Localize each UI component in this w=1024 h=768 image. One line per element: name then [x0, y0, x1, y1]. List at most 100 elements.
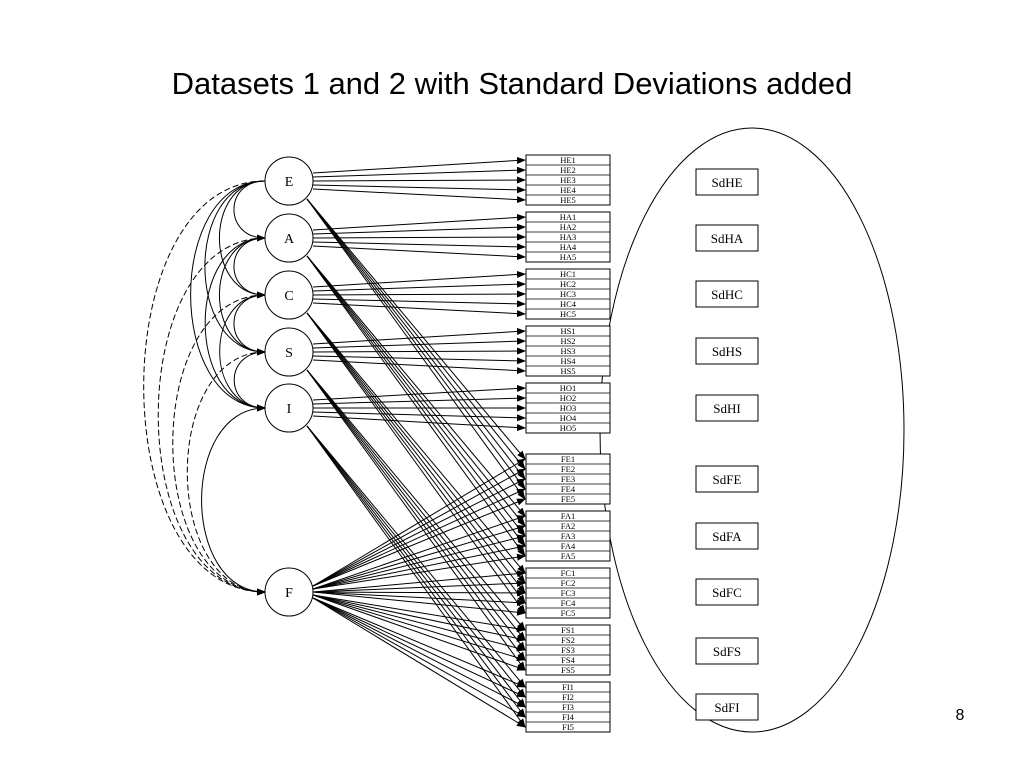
loading-arrow-A-FA3: [306, 255, 526, 537]
latent-label-A: A: [284, 232, 295, 247]
correlation-curve-E-A: [233, 180, 266, 242]
indicator-label-FA4: FA4: [561, 541, 576, 551]
loading-arrow-S-HS2: [312, 337, 526, 349]
indicator-label-FC5: FC5: [561, 608, 576, 618]
indicator-label-FS4: FS4: [561, 655, 575, 665]
loading-arrow-C-FC2: [306, 312, 526, 584]
loading-arrow-F-FA4: [312, 544, 526, 590]
indicator-group-0: [525, 154, 611, 206]
sd-label-SdHA: SdHA: [711, 231, 744, 246]
indicator-label-FE4: FE4: [561, 484, 576, 494]
indicator-label-FI3: FI3: [562, 702, 574, 712]
indicator-label-HS2: HS2: [560, 336, 575, 346]
indicator-label-FI5: FI5: [562, 722, 574, 732]
loading-arrow-S-FS2: [306, 369, 526, 641]
loading-arrow-S-FS5: [306, 369, 526, 671]
loading-arrow-S-FS3: [306, 369, 526, 651]
sd-label-SdFI: SdFI: [714, 700, 739, 715]
indicator-label-HS4: HS4: [560, 356, 576, 366]
latent-label-E: E: [285, 175, 294, 190]
loading-arrow-F-FC5: [312, 591, 526, 616]
indicator-label-HE4: HE4: [560, 185, 576, 195]
loading-arrow-F-FS4: [312, 594, 526, 662]
indicator-label-FS2: FS2: [561, 635, 575, 645]
loading-arrow-F-FC1: [312, 570, 526, 593]
sd-box-SdHS: [695, 337, 759, 365]
sd-box-SdHA: [695, 224, 759, 252]
indicator-label-FE5: FE5: [561, 494, 575, 504]
loading-arrow-C-FC5: [306, 312, 526, 614]
loading-arrow-E-HE5: [312, 188, 526, 204]
loading-arrow-I-HO4: [312, 411, 526, 422]
sd-box-SdHI: [695, 394, 759, 422]
indicator-label-FI2: FI2: [562, 692, 574, 702]
sd-box-SdHE: [695, 168, 759, 196]
loading-arrow-F-FS2: [312, 594, 526, 642]
sd-label-SdHC: SdHC: [711, 287, 743, 302]
loading-arrow-A-HA2: [312, 223, 526, 235]
correlation-curve-C-S: [233, 294, 266, 356]
indicator-label-HE2: HE2: [560, 165, 576, 175]
loading-arrow-S-HS5: [312, 359, 526, 375]
indicator-label-FS1: FS1: [561, 625, 575, 635]
sd-label-SdHE: SdHE: [711, 175, 742, 190]
indicator-label-HA1: HA1: [560, 212, 577, 222]
correlation-curve-A-S: [218, 237, 266, 356]
indicator-label-HC3: HC3: [560, 289, 576, 299]
loading-arrow-F-FE3: [312, 478, 526, 587]
latent-node-C: [264, 270, 314, 320]
indicator-label-FC1: FC1: [561, 568, 576, 578]
loading-arrow-A-HA5: [312, 245, 526, 261]
indicator-label-FS3: FS3: [561, 645, 575, 655]
loading-arrow-F-FC2: [312, 579, 526, 593]
loading-arrow-A-HA4: [312, 241, 526, 251]
correlation-curve-A-C: [233, 237, 266, 299]
sd-label-SdFA: SdFA: [712, 529, 742, 544]
page-number: 8: [955, 707, 965, 724]
loading-arrow-I-FI3: [306, 425, 526, 708]
loading-arrow-F-FI4: [312, 597, 526, 718]
loading-arrow-F-FC4: [312, 591, 526, 607]
latent-label-C: C: [284, 289, 293, 304]
indicator-label-HA5: HA5: [560, 252, 577, 262]
loading-arrow-E-FE2: [306, 198, 526, 470]
indicator-label-HC5: HC5: [560, 309, 576, 319]
indicator-label-HA3: HA3: [560, 232, 577, 242]
latent-label-F: F: [285, 586, 293, 601]
correlation-curve-S-I: [233, 351, 266, 412]
loading-arrow-E-HE1: [312, 156, 526, 174]
loading-arrow-C-HC5: [312, 302, 526, 318]
indicator-label-HS1: HS1: [560, 326, 575, 336]
loading-arrow-F-FA3: [312, 534, 526, 590]
correlation-curve-A-I: [204, 237, 266, 412]
loading-arrow-I-FI2: [306, 425, 526, 698]
sd-box-SdFI: [695, 693, 759, 721]
loading-arrow-S-FS4: [306, 369, 526, 661]
loading-arrow-I-FI4: [306, 425, 526, 718]
loading-arrow-F-FI3: [312, 597, 526, 708]
indicator-label-FS5: FS5: [561, 665, 575, 675]
correlation-curve-S-F: [186, 351, 266, 596]
loading-arrow-A-HA1: [312, 213, 526, 231]
loading-arrow-F-FE2: [312, 468, 526, 587]
indicator-label-HS3: HS3: [560, 346, 575, 356]
correlation-curve-E-F: [143, 180, 266, 596]
loading-arrow-F-FS3: [312, 594, 526, 652]
loading-arrow-F-FI2: [312, 597, 526, 698]
indicator-label-FA3: FA3: [561, 531, 576, 541]
latent-node-A: [264, 213, 314, 263]
loading-arrow-F-FS1: [312, 594, 526, 633]
loading-arrow-C-FC3: [306, 312, 526, 594]
loading-arrow-E-FE3: [306, 198, 526, 480]
loading-arrow-I-HO1: [312, 384, 526, 401]
correlation-curve-A-F: [157, 237, 266, 596]
loading-arrow-A-HA3: [312, 233, 526, 241]
loading-arrow-S-HS3: [312, 347, 526, 355]
sd-label-SdFS: SdFS: [713, 644, 741, 659]
slide-title: Datasets 1 and 2 with Standard Deviation…: [171, 66, 853, 101]
loading-arrow-F-FS5: [312, 594, 526, 671]
indicator-label-FC2: FC2: [561, 578, 576, 588]
loading-arrow-A-FA2: [306, 255, 526, 527]
latent-node-I: [264, 383, 314, 433]
